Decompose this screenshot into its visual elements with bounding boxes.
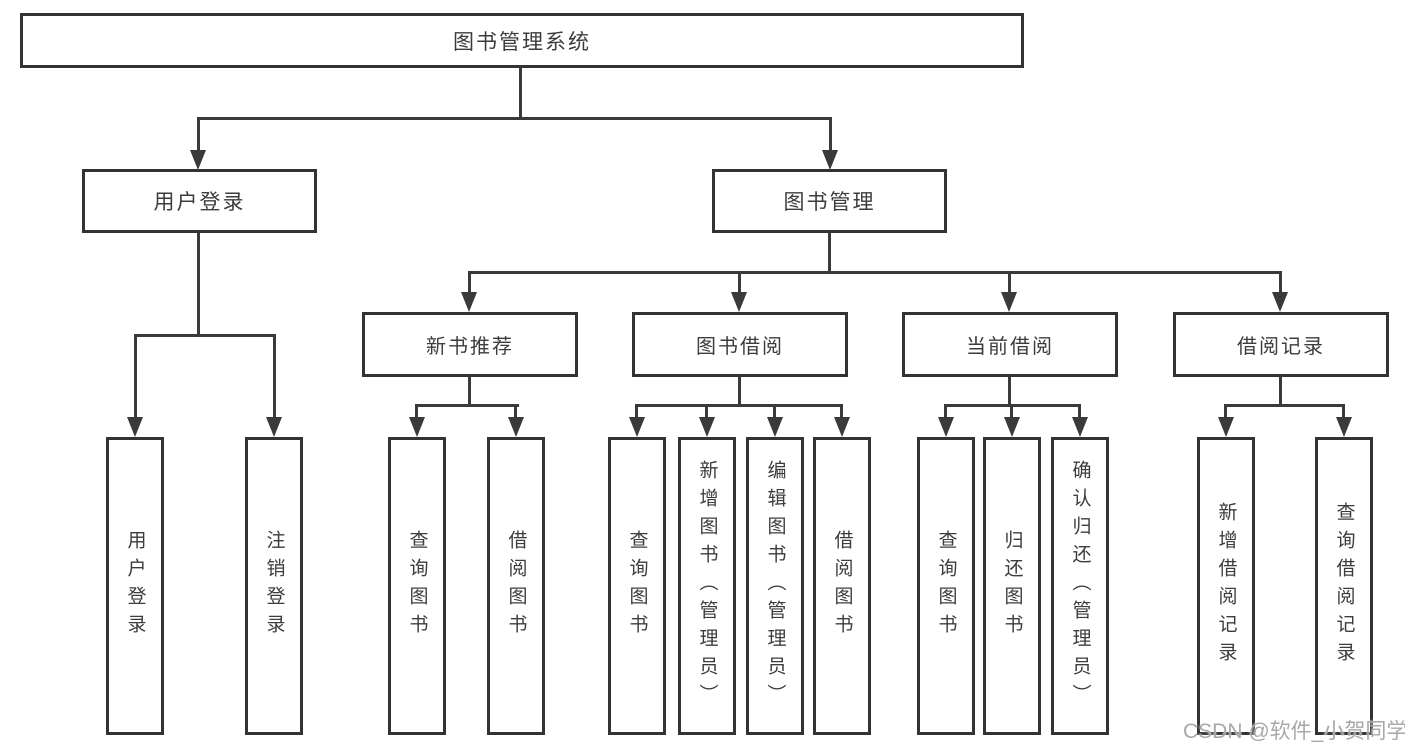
- node-book-management: 图书管理: [712, 169, 947, 233]
- connector-borrowing-drop: [840, 404, 843, 419]
- connector-login-rail: [134, 334, 276, 337]
- arrow-down-icon: [266, 417, 282, 437]
- leaf-edit-books-admin: 编辑图书（管理员）: [746, 437, 804, 735]
- connector-borrowing-drop: [705, 404, 708, 419]
- connector-mgmt-drop: [738, 271, 741, 294]
- connector-mgmt-drop: [1279, 271, 1282, 294]
- leaf-return-books: 归还图书: [983, 437, 1041, 735]
- connector-recommend-drop: [415, 404, 418, 419]
- node-root: 图书管理系统: [20, 13, 1024, 68]
- arrow-down-icon: [1004, 417, 1020, 437]
- arrow-down-icon: [461, 292, 477, 312]
- connector-mgmt-drop: [468, 271, 471, 294]
- connector-records-stem: [1279, 377, 1282, 407]
- connector-current-drop: [1010, 404, 1013, 419]
- arrow-down-icon: [629, 417, 645, 437]
- connector-current-stem: [1008, 377, 1011, 407]
- arrow-down-icon: [731, 292, 747, 312]
- arrow-down-icon: [1272, 292, 1288, 312]
- node-user-login: 用户登录: [82, 169, 317, 233]
- leaf-query-books-borrowing: 查询图书: [608, 437, 666, 735]
- leaf-query-books-current: 查询图书: [917, 437, 975, 735]
- connector-login-stem: [197, 233, 200, 335]
- arrow-down-icon: [127, 417, 143, 437]
- arrow-down-icon: [822, 150, 838, 170]
- connector-current-drop: [944, 404, 947, 419]
- arrow-down-icon: [508, 417, 524, 437]
- node-current-borrowing: 当前借阅: [902, 312, 1118, 377]
- leaf-query-borrow-record: 查询借阅记录: [1315, 437, 1373, 735]
- arrow-down-icon: [190, 150, 206, 170]
- leaf-borrow-books-borrowing: 借阅图书: [813, 437, 871, 735]
- connector-mgmt-stem: [828, 233, 831, 274]
- arrow-down-icon: [699, 417, 715, 437]
- leaf-logout: 注销登录: [245, 437, 303, 735]
- connector-root-right-drop: [829, 117, 832, 152]
- connector-borrowing-drop: [635, 404, 638, 419]
- arrow-down-icon: [938, 417, 954, 437]
- arrow-down-icon: [834, 417, 850, 437]
- connector-borrowing-rail: [635, 404, 843, 407]
- connector-recommend-stem: [468, 377, 471, 407]
- connector-root-stem: [519, 68, 522, 120]
- connector-login-drop: [134, 334, 137, 419]
- connector-login-drop: [273, 334, 276, 419]
- connector-records-drop: [1342, 404, 1345, 419]
- leaf-query-books-recommend: 查询图书: [388, 437, 446, 735]
- node-borrowing-records: 借阅记录: [1173, 312, 1389, 377]
- csdn-watermark: CSDN @软件_小贺同学: [1183, 720, 1405, 743]
- arrow-down-icon: [1336, 417, 1352, 437]
- connector-recommend-drop: [514, 404, 517, 419]
- node-new-book-recommend: 新书推荐: [362, 312, 578, 377]
- connector-root-left-drop: [197, 117, 200, 152]
- leaf-add-books-admin: 新增图书（管理员）: [678, 437, 736, 735]
- connector-records-rail: [1224, 404, 1345, 407]
- connector-mgmt-rail: [468, 271, 1282, 274]
- arrow-down-icon: [409, 417, 425, 437]
- connector-borrowing-stem: [738, 377, 741, 407]
- connector-records-drop: [1224, 404, 1227, 419]
- arrow-down-icon: [1218, 417, 1234, 437]
- connector-recommend-rail: [415, 404, 519, 407]
- leaf-user-login: 用户登录: [106, 437, 164, 735]
- node-book-borrowing: 图书借阅: [632, 312, 848, 377]
- leaf-borrow-books-recommend: 借阅图书: [487, 437, 545, 735]
- leaf-add-borrow-record: 新增借阅记录: [1197, 437, 1255, 735]
- connector-borrowing-drop: [773, 404, 776, 419]
- connector-root-rail: [197, 117, 832, 120]
- connector-current-drop: [1078, 404, 1081, 419]
- arrow-down-icon: [767, 417, 783, 437]
- arrow-down-icon: [1072, 417, 1088, 437]
- arrow-down-icon: [1001, 292, 1017, 312]
- leaf-confirm-return-admin: 确认归还（管理员）: [1051, 437, 1109, 735]
- connector-mgmt-drop: [1008, 271, 1011, 294]
